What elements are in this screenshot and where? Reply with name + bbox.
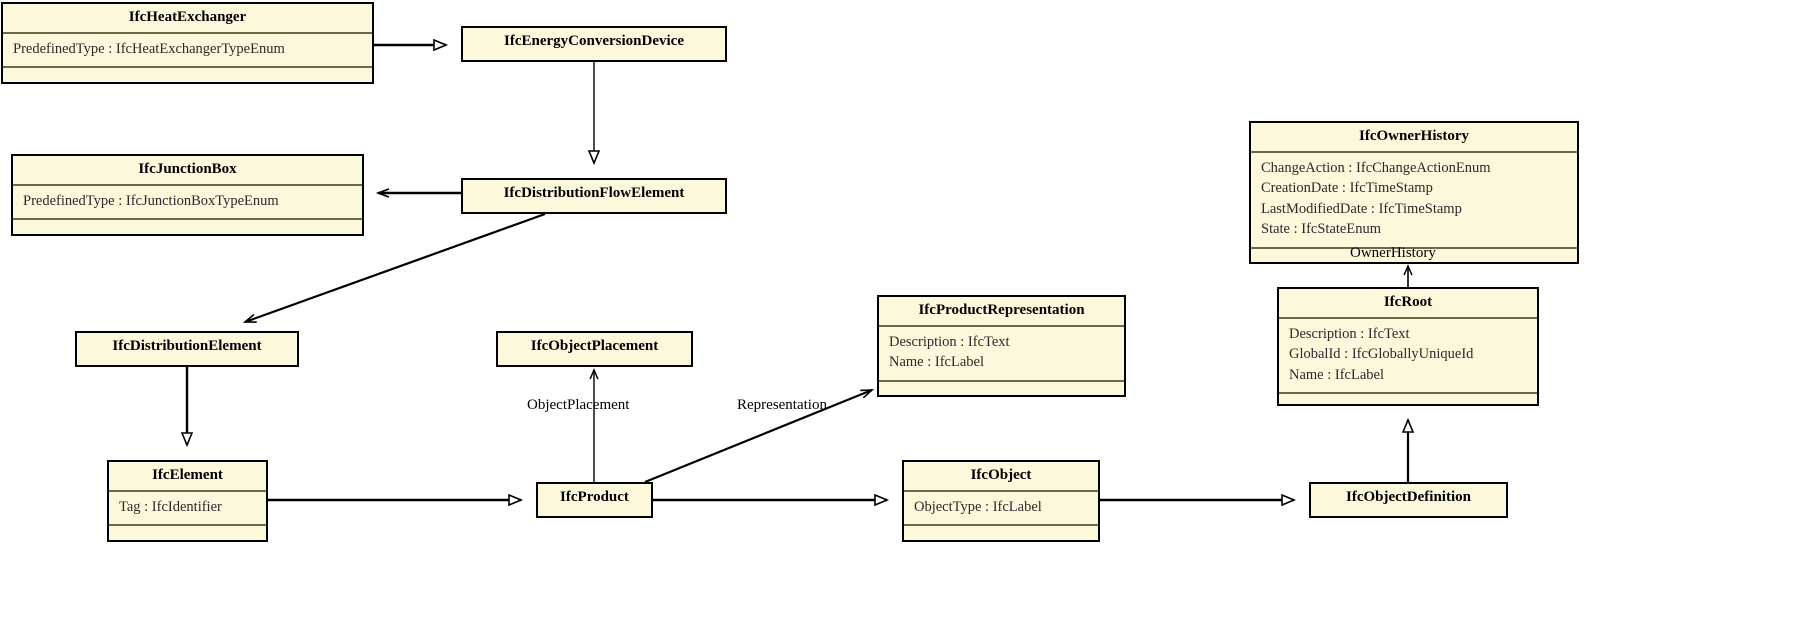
- compartment-separator: [3, 66, 372, 69]
- attribute-row: Description : IfcText: [1289, 325, 1410, 342]
- class-name: IfcRoot: [1383, 294, 1433, 310]
- attribute-row: Tag : IfcIdentifier: [119, 498, 222, 515]
- class-box-ifcproduct[interactable]: IfcProduct: [536, 482, 653, 518]
- compartment-separator: [904, 489, 1098, 492]
- attribute-row: LastModifiedDate : IfcTimeStamp: [1261, 200, 1462, 217]
- attribute-row: ObjectType : IfcLabel: [914, 498, 1042, 515]
- class-name: IfcObjectDefinition: [1346, 489, 1471, 505]
- attribute-row: CreationDate : IfcTimeStamp: [1261, 180, 1433, 197]
- compartment-separator: [13, 218, 362, 221]
- edge-label-owner-history: OwnerHistory: [1350, 245, 1436, 261]
- compartment-separator: [879, 379, 1124, 382]
- class-box-ifcobjectplacement[interactable]: IfcObjectPlacement: [496, 331, 693, 367]
- attribute-row: PredefinedType : IfcHeatExchangerTypeEnu…: [13, 40, 285, 57]
- class-name: IfcOwnerHistory: [1359, 128, 1469, 144]
- class-box-ifcroot[interactable]: IfcRoot Description : IfcText GlobalId :…: [1277, 287, 1539, 406]
- class-name: IfcProduct: [560, 489, 629, 505]
- class-operations: [3, 68, 372, 86]
- compartment-separator: [109, 489, 266, 492]
- edge-label-object-placement: ObjectPlacement: [527, 397, 630, 413]
- class-attributes: Tag : IfcIdentifier: [109, 492, 266, 525]
- class-box-ifcproductrepresentation[interactable]: IfcProductRepresentation Description : I…: [877, 295, 1126, 397]
- class-name: IfcDistributionElement: [112, 338, 262, 354]
- class-attributes: PredefinedType : IfcJunctionBoxTypeEnum: [13, 186, 362, 219]
- compartment-separator: [109, 524, 266, 527]
- class-operations: [13, 220, 362, 238]
- compartment-separator: [1251, 246, 1577, 249]
- class-name: IfcProductRepresentation: [918, 302, 1085, 318]
- class-name: IfcObjectPlacement: [530, 338, 659, 354]
- compartment-separator: [1279, 392, 1537, 395]
- class-name: IfcJunctionBox: [138, 161, 237, 177]
- class-box-ifcobjectdefinition[interactable]: IfcObjectDefinition: [1309, 482, 1508, 518]
- edge-label-representation: Representation: [737, 397, 827, 413]
- compartment-separator: [904, 524, 1098, 527]
- attribute-row: Name : IfcLabel: [1289, 366, 1385, 383]
- class-operations: [109, 526, 266, 544]
- class-box-ifcenergyconversiondevice[interactable]: IfcEnergyConversionDevice: [461, 26, 727, 62]
- attribute-row: GlobalId : IfcGloballyUniqueId: [1289, 346, 1474, 363]
- class-operations: [904, 526, 1098, 544]
- class-box-ifcelement[interactable]: IfcElement Tag : IfcIdentifier: [107, 460, 268, 542]
- compartment-separator: [1279, 316, 1537, 319]
- class-box-ifcjunctionbox[interactable]: IfcJunctionBox PredefinedType : IfcJunct…: [11, 154, 364, 236]
- class-name: IfcHeatExchanger: [128, 9, 247, 25]
- class-attributes: Description : IfcText Name : IfcLabel: [879, 327, 1124, 380]
- class-attributes: Description : IfcText GlobalId : IfcGlob…: [1279, 319, 1537, 393]
- class-box-ifcdistributionflowelement[interactable]: IfcDistributionFlowElement: [461, 178, 727, 214]
- attribute-row: ChangeAction : IfcChangeActionEnum: [1261, 159, 1491, 176]
- class-attributes: PredefinedType : IfcHeatExchangerTypeEnu…: [3, 34, 372, 67]
- compartment-separator: [3, 31, 372, 34]
- class-attributes: ObjectType : IfcLabel: [904, 492, 1098, 525]
- attribute-row: Name : IfcLabel: [889, 354, 985, 371]
- class-name: IfcObject: [970, 467, 1032, 483]
- class-operations: [1279, 394, 1537, 412]
- class-box-ifcobject[interactable]: IfcObject ObjectType : IfcLabel: [902, 460, 1100, 542]
- attribute-row: State : IfcStateEnum: [1261, 221, 1381, 238]
- class-name: IfcElement: [152, 467, 223, 483]
- compartment-separator: [13, 183, 362, 186]
- class-box-ifcdistributionelement[interactable]: IfcDistributionElement: [75, 331, 299, 367]
- class-operations: [879, 382, 1124, 400]
- class-box-ifcheatexchanger[interactable]: IfcHeatExchanger PredefinedType : IfcHea…: [1, 2, 374, 84]
- attribute-row: Description : IfcText: [889, 333, 1010, 350]
- class-box-ifcownerhistory[interactable]: IfcOwnerHistory ChangeAction : IfcChange…: [1249, 121, 1579, 264]
- class-attributes: ChangeAction : IfcChangeActionEnum Creat…: [1251, 153, 1577, 247]
- class-name: IfcDistributionFlowElement: [503, 185, 685, 201]
- attribute-row: PredefinedType : IfcJunctionBoxTypeEnum: [23, 192, 279, 209]
- compartment-separator: [1251, 150, 1577, 153]
- class-name: IfcEnergyConversionDevice: [504, 33, 684, 49]
- compartment-separator: [879, 324, 1124, 327]
